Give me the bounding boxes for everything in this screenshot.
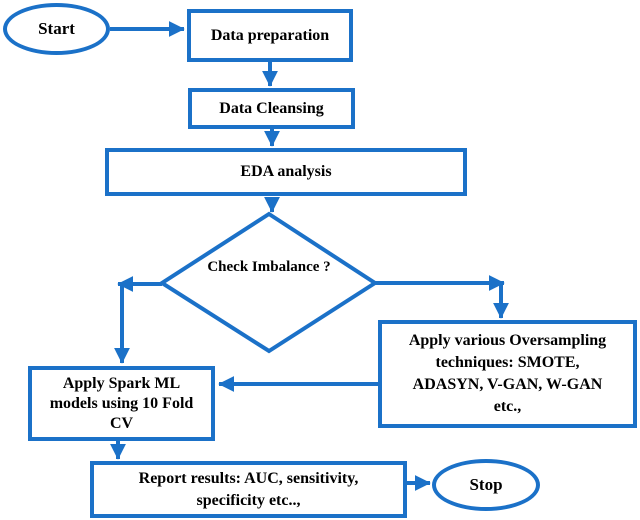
spark-ml-label-line: models using 10 Fold [49, 394, 194, 412]
report-results-label-line: Report results: AUC, sensitivity, [138, 469, 359, 487]
eda-analysis-label: EDA analysis [240, 163, 332, 180]
spark-ml-box: Apply Spark ML models using 10 Fold CV [28, 366, 215, 441]
oversampling-label-line: etc., [493, 398, 522, 415]
oversampling-label-line: techniques: SMOTE, [435, 354, 580, 371]
spark-ml-label-line: Apply Spark ML [62, 374, 181, 392]
data-cleansing-label: Data Cleansing [219, 99, 324, 117]
data-cleansing-box: Data Cleansing [188, 88, 355, 129]
decision-label-line: Imbalance [251, 259, 320, 275]
check-imbalance-decision: Check Imbalance ? [199, 258, 339, 277]
data-preparation-label: Data preparation [210, 26, 330, 44]
data-preparation-box: Data preparation [187, 9, 353, 62]
oversampling-box: Apply various Oversampling techniques: S… [378, 320, 637, 428]
stop-terminator: Stop [432, 459, 540, 511]
decision-label-line: Check [207, 259, 249, 275]
eda-analysis-box: EDA analysis [105, 148, 467, 196]
start-label: Start [38, 19, 75, 39]
spark-ml-label-line: CV [109, 414, 134, 432]
decision-label-line: ? [323, 259, 331, 275]
report-results-box: Report results: AUC, sensitivity, specif… [90, 461, 407, 518]
stop-label: Stop [469, 475, 503, 495]
decision-diamond-shape [158, 211, 379, 354]
oversampling-label-line: ADASYN, V-GAN, W-GAN [412, 376, 603, 393]
start-terminator: Start [3, 3, 110, 55]
report-results-label-line: specificity etc.., [196, 491, 301, 509]
oversampling-label-line: Apply various Oversampling [408, 332, 607, 349]
